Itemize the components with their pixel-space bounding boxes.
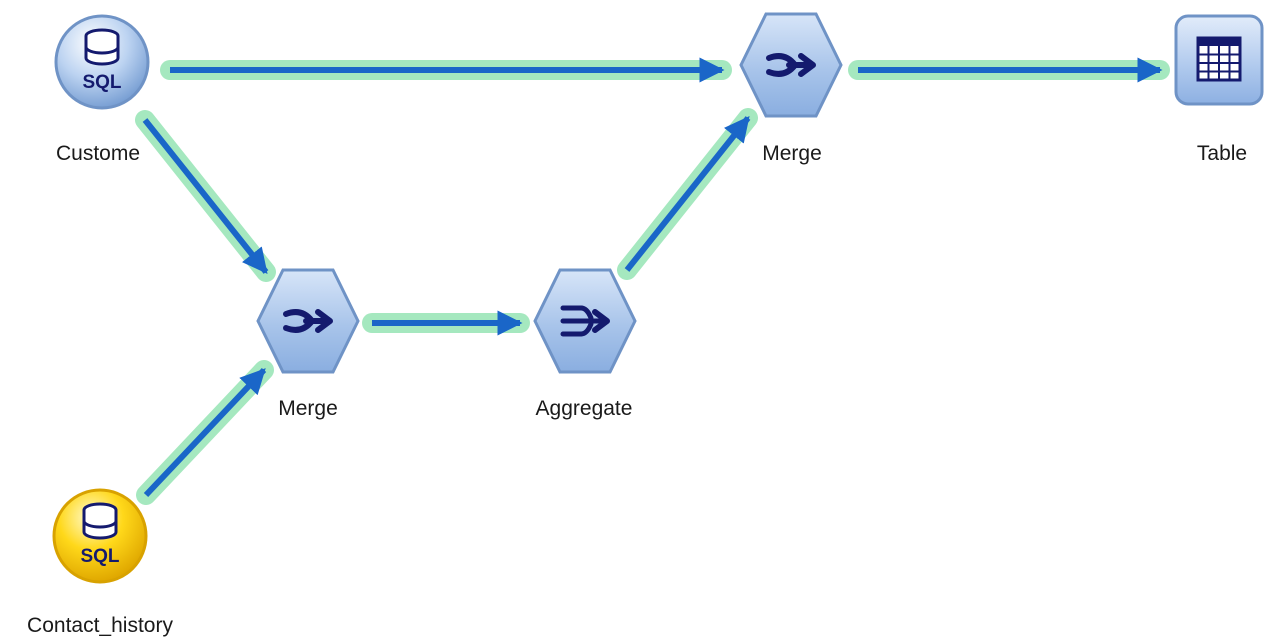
svg-text:SQL: SQL	[80, 546, 119, 567]
table-output-node[interactable]	[1174, 14, 1264, 106]
merge-upper-label: Merge	[762, 142, 822, 165]
customer-source-label: Custome	[55, 142, 141, 165]
merge-icon	[256, 268, 360, 374]
contact-history-source-label: Contact_history	[27, 614, 173, 637]
customer-source-node[interactable]: SQL	[52, 12, 152, 112]
merge-upper-node[interactable]	[739, 12, 843, 118]
contact-history-source-node[interactable]: SQL	[50, 486, 150, 586]
connector-aggregate-to-merge-upper[interactable]	[617, 108, 758, 280]
sql-database-icon: SQL	[54, 14, 150, 110]
svg-text:SQL: SQL	[82, 72, 121, 93]
merge-icon	[739, 12, 843, 118]
table-icon	[1174, 14, 1264, 106]
aggregate-label: Aggregate	[535, 397, 633, 420]
merge-lower-node[interactable]	[256, 268, 360, 374]
sql-database-icon: SQL	[52, 488, 148, 584]
connector-customer-to-merge-lower[interactable]	[135, 110, 276, 282]
connector-contact-history-to-merge-lower[interactable]	[136, 360, 274, 505]
aggregate-icon	[533, 268, 637, 374]
aggregate-node[interactable]	[533, 268, 637, 374]
merge-lower-label: Merge	[278, 397, 338, 420]
table-output-label: Table	[1196, 142, 1248, 165]
